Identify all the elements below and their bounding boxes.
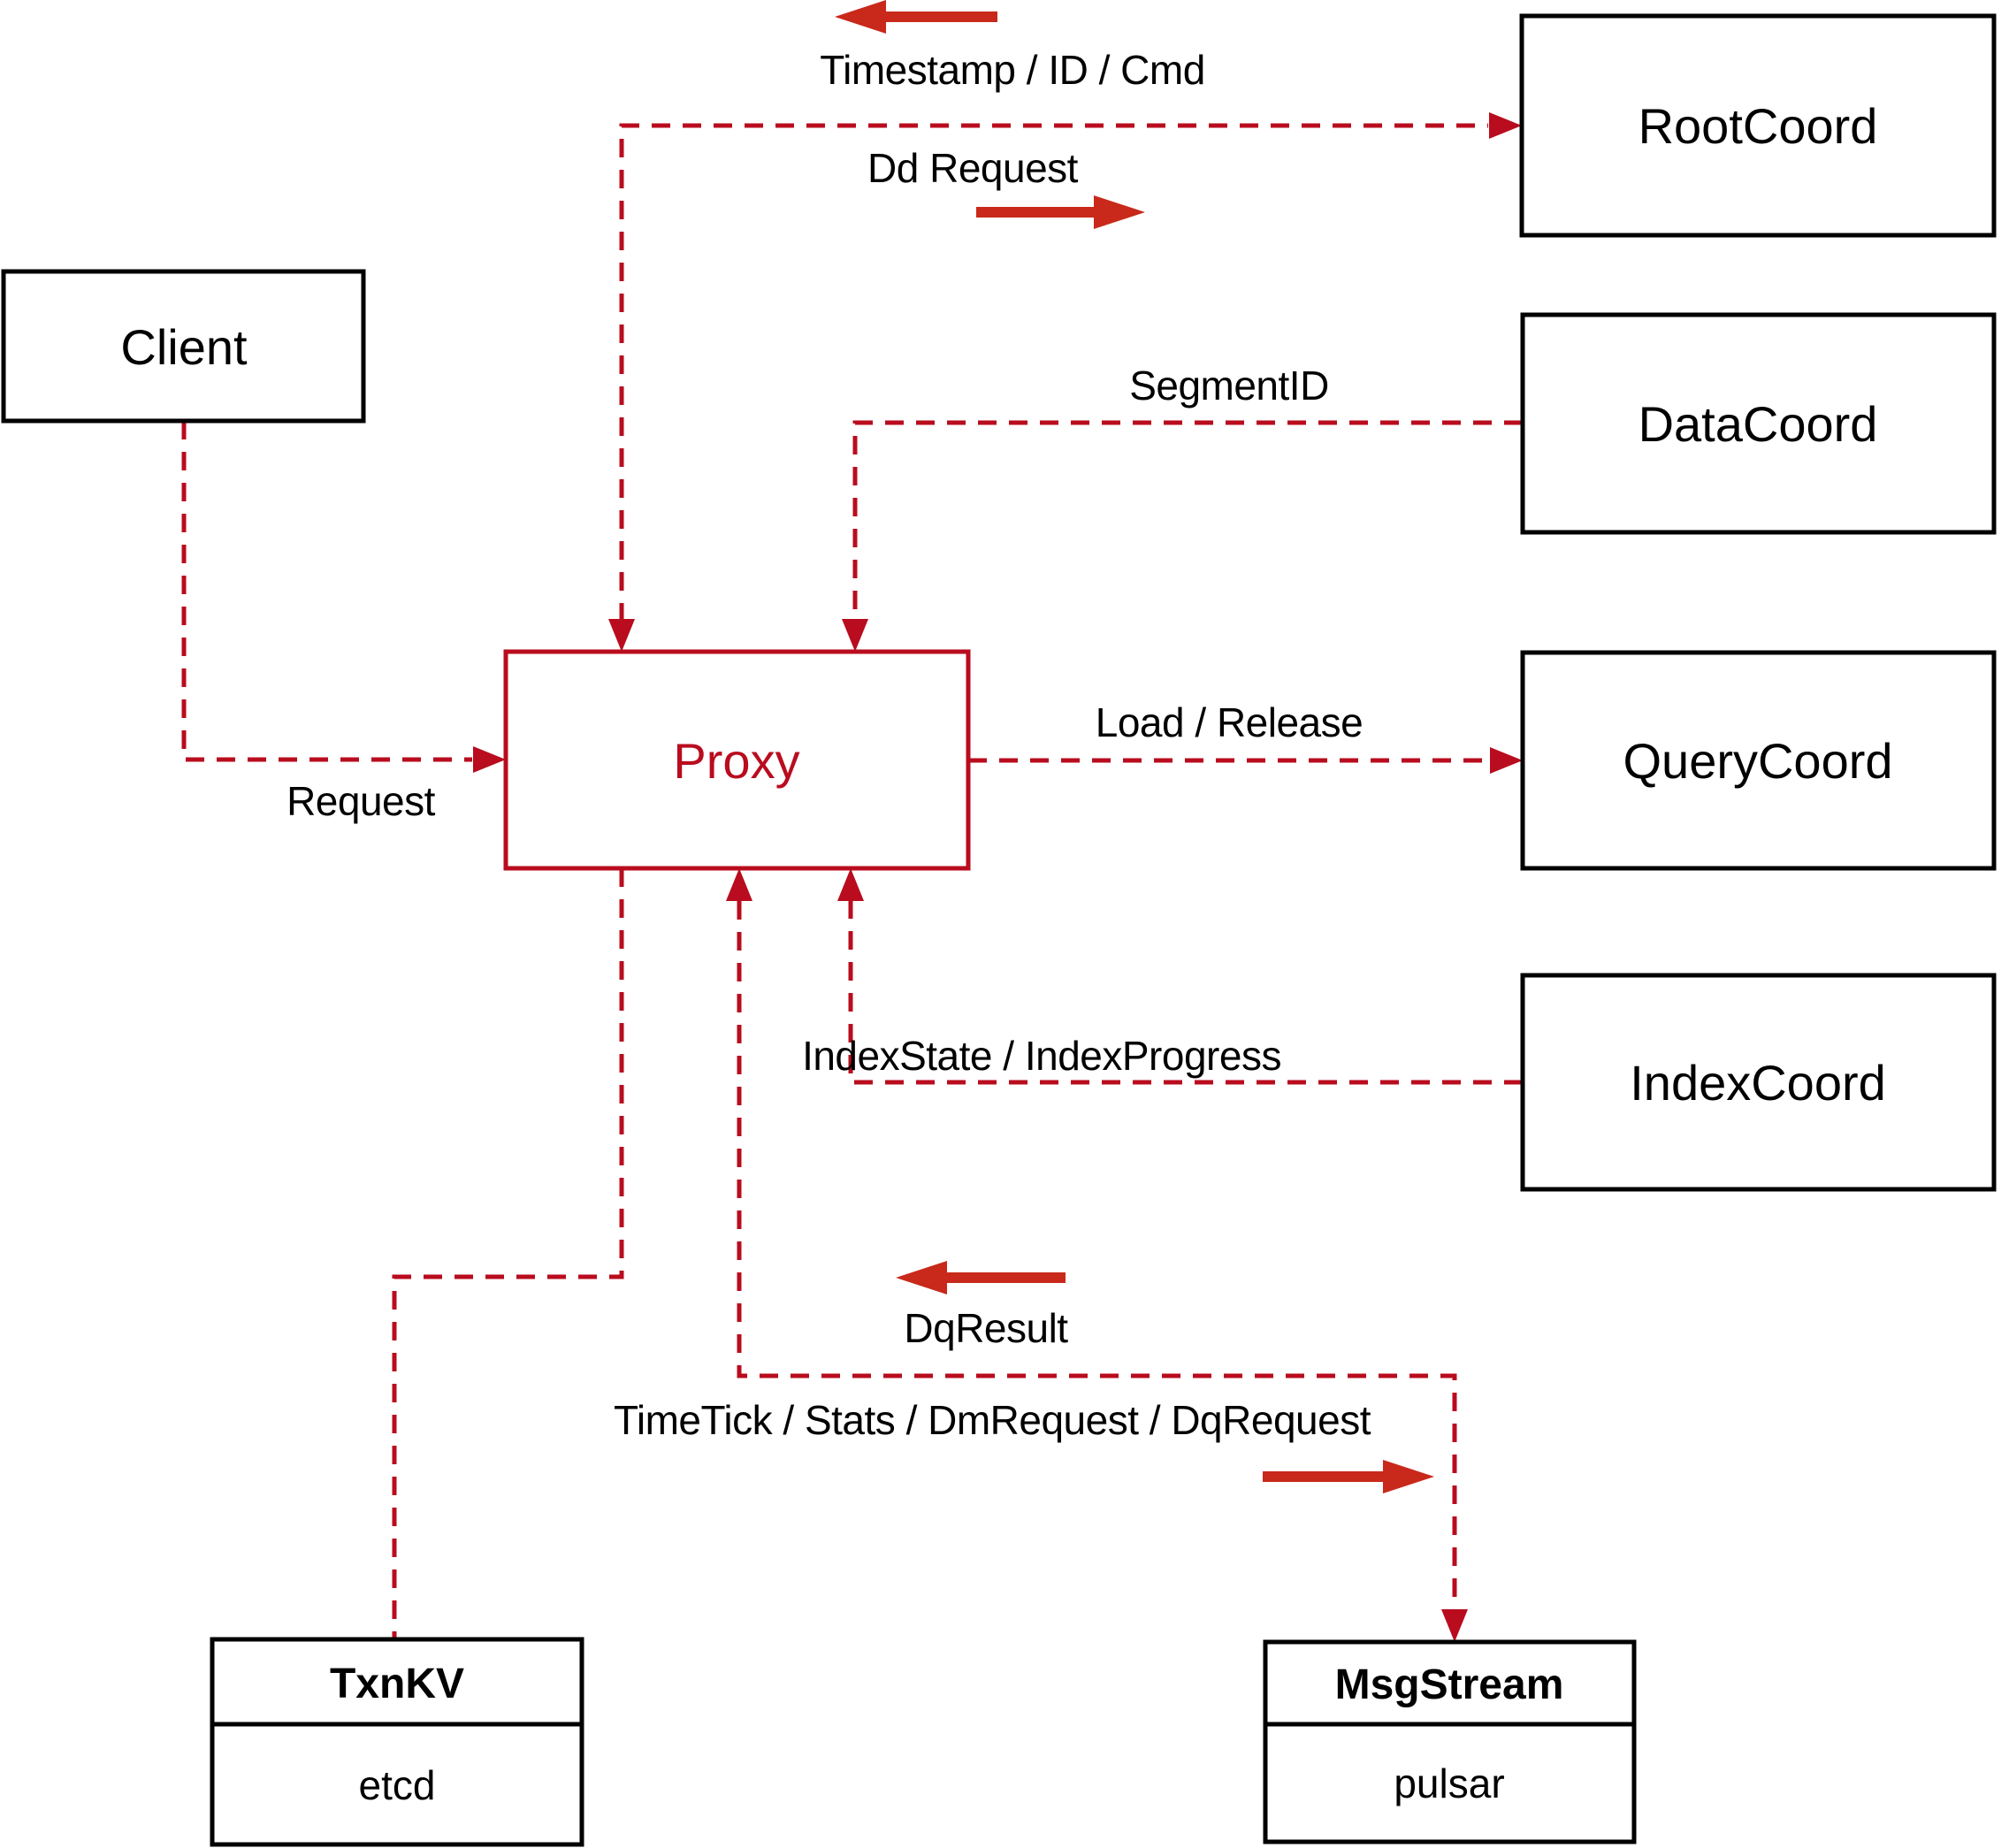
edge-indexcoord-proxy [848,901,1523,1085]
msgstream-title: MsgStream [1335,1661,1564,1708]
label-dd-request: Dd Request [867,145,1079,191]
txnkv-title: TxnKV [330,1661,464,1707]
arrow-right-dd-request-icon [976,195,1145,229]
arrow-right-timetick-icon [1263,1460,1434,1493]
label-dq-result: DqResult [904,1305,1068,1351]
node-rootcoord: RootCoord [1519,13,1997,238]
datacoord-box [1520,312,1997,535]
rootcoord-label: RootCoord [1639,98,1878,154]
arrowhead-into-proxy-bottom-indexstate [837,868,864,901]
edge-labels: Timestamp / ID / Cmd Dd Request SegmentI… [286,47,1371,1443]
proxy-box [503,649,971,871]
edge-client-proxy [181,421,472,762]
direction-arrows [835,0,1434,1493]
querycoord-label: QueryCoord [1623,733,1892,789]
indexcoord-box [1520,973,1997,1192]
edges [181,112,1523,1642]
node-msgstream: MsgStream pulsar [1263,1639,1637,1844]
node-client: Client [1,269,366,424]
client-label: Client [120,319,248,375]
edge-proxy-msgstream [737,901,1457,1609]
label-load-release: Load / Release [1096,699,1363,745]
arrowhead-into-msgstream [1441,1609,1468,1642]
client-box [1,269,366,424]
edge-proxy-txnkv [392,868,624,1639]
edge-proxy-rootcoord [619,123,1488,622]
txnkv-subtitle: etcd [359,1762,436,1808]
datacoord-label: DataCoord [1639,396,1878,452]
node-txnkv: TxnKV etcd [210,1637,584,1847]
arrowhead-into-proxy-top-right [842,619,868,652]
label-index-state-progress: IndexState / IndexProgress [802,1033,1281,1079]
label-segment-id: SegmentID [1129,363,1329,409]
arrowhead-into-proxy-top-left [608,619,635,652]
arrowhead-into-rootcoord [1489,112,1522,139]
proxy-label: Proxy [673,733,799,789]
arrowhead-into-proxy-bottom-msgstream [726,868,752,901]
edge-datacoord-proxy [852,420,1523,619]
querycoord-box [1520,650,1997,871]
node-datacoord: DataCoord [1520,312,1997,535]
indexcoord-label: IndexCoord [1630,1055,1886,1111]
node-proxy: Proxy [503,649,971,871]
node-querycoord: QueryCoord [1520,650,1997,871]
arrow-left-dqresult-icon [896,1261,1066,1294]
label-timetick-stats: TimeTick / Stats / DmRequest / DqRequest [614,1397,1371,1443]
msgstream-box [1263,1639,1637,1844]
txnkv-box [210,1637,584,1847]
rootcoord-box [1519,13,1997,238]
node-indexcoord: IndexCoord [1520,973,1997,1192]
arrowhead-into-proxy-left [473,746,506,773]
arrow-left-timestamp-icon [835,0,997,34]
label-request: Request [286,778,436,824]
label-timestamp-id-cmd: Timestamp / ID / Cmd [820,47,1205,93]
msgstream-subtitle: pulsar [1394,1760,1504,1806]
arrowhead-into-querycoord [1490,747,1523,774]
